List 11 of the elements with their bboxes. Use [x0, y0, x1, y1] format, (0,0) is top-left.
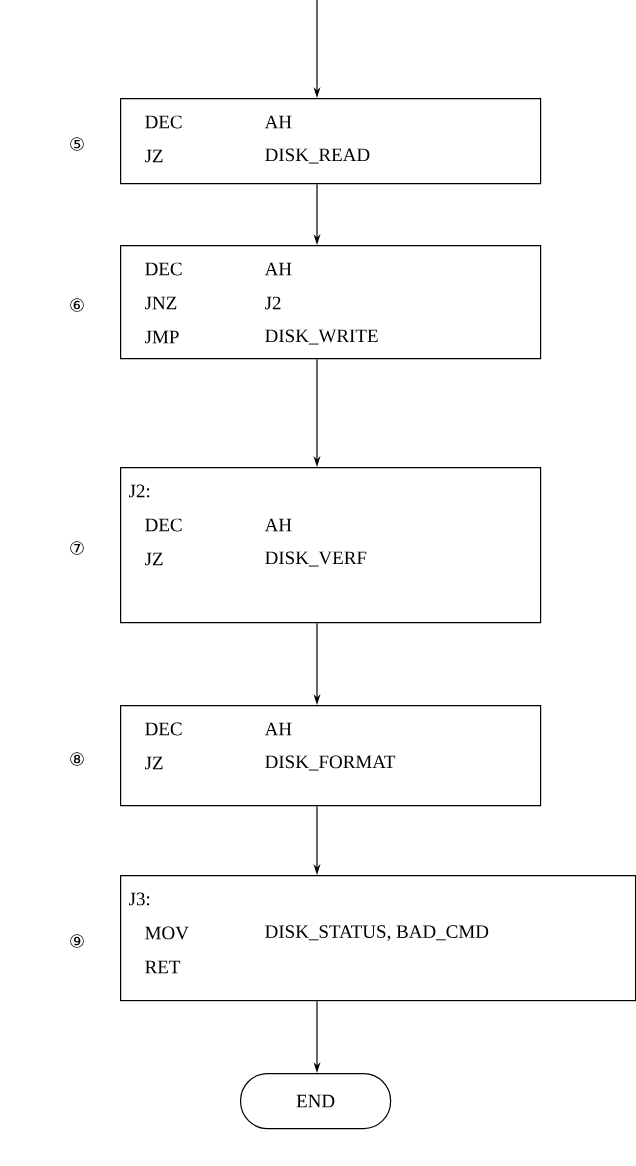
step-number: ⑧	[70, 752, 84, 766]
step-number: ⑤	[70, 137, 84, 151]
step-number: ⑥	[70, 298, 84, 312]
instruction-box: DEC AH JZ DISK_READ	[120, 98, 542, 185]
step-number: ⑨	[70, 934, 84, 948]
instruction-box: J3: MOV DISK_STATUS, BAD_CMD RET	[120, 875, 636, 1002]
instruction-box: J2: DEC AH JZ DISK_VERF	[120, 467, 542, 624]
instruction-box: DEC AH JZ DISK_FORMAT	[120, 705, 542, 807]
terminal-box: END	[240, 1073, 392, 1130]
instruction-box: DEC AH JNZ J2 JMP DISK_WRITE	[120, 245, 542, 360]
step-number: ⑦	[70, 541, 84, 555]
